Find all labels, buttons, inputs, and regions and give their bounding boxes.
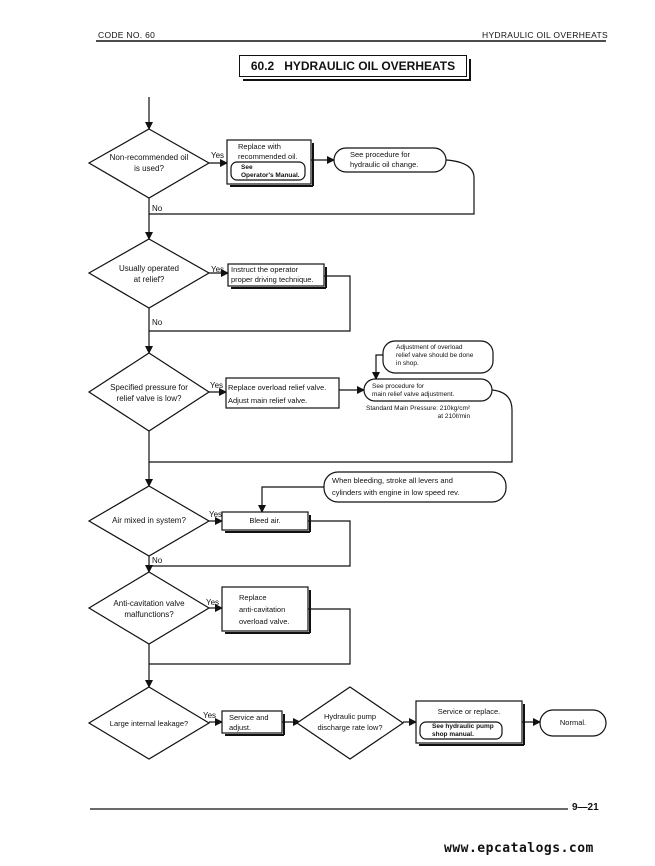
page-number: 9—21 xyxy=(572,802,599,813)
yes-label-5: Yes xyxy=(206,598,220,607)
action-6-text: Service and adjust. xyxy=(229,713,269,732)
procedure-1-text: See procedure for hydraulic oil change. xyxy=(350,150,419,169)
procedure-3-text: See procedure for main relief valve adju… xyxy=(372,383,455,398)
action-5-text: Replace anti-cavitation overload valve. xyxy=(239,593,290,626)
action-1-text: Replace with recommended oil. xyxy=(238,142,298,161)
yes-label-6: Yes xyxy=(203,711,217,720)
standard-pressure: Standard Main Pressure: 210kg/cm² at 210… xyxy=(366,405,471,420)
action-2-text: Instruct the operator proper driving tec… xyxy=(231,265,314,284)
decision-6-text: Large internal leakage? xyxy=(109,719,189,728)
action-4-text: Bleed air. xyxy=(249,516,281,525)
header-section: HYDRAULIC OIL OVERHEATS xyxy=(482,30,608,40)
page-title: 60.2 HYDRAULIC OIL OVERHEATS xyxy=(239,55,471,81)
decision-diamond-7 xyxy=(295,686,405,760)
no-label-4: No xyxy=(152,556,163,565)
yes-label-4: Yes xyxy=(209,510,223,519)
header-code: CODE NO. 60 xyxy=(98,30,156,40)
decision-3-text: Specified pressure for relief valve is l… xyxy=(110,383,188,403)
decision-7-text: Hydraulic pump discharge rate low? xyxy=(317,712,383,732)
action-1-note: See Operator's Manual. xyxy=(241,164,300,179)
shop-note-3: Adjustment of overload relief valve shou… xyxy=(396,344,474,367)
decision-5-text: Anti-cavitation valve malfunctions? xyxy=(113,599,185,619)
action-3-text: Replace overload relief valve. Adjust ma… xyxy=(228,383,327,405)
decision-1-text: Non-recommended oil is used? xyxy=(109,153,189,173)
bleeding-note: When bleeding, stroke all levers and cyl… xyxy=(332,476,460,497)
decision-diamond-6 xyxy=(87,686,211,760)
decision-4-text: Air mixed in system? xyxy=(112,516,186,525)
action-7-text: Service or replace. xyxy=(437,707,501,716)
yes-label-1: Yes xyxy=(211,151,225,160)
result-normal: Normal. xyxy=(559,718,587,727)
watermark: www.epcatalogs.com xyxy=(444,841,594,856)
action-7-note: See hydraulic pump shop manual. xyxy=(432,723,494,738)
yes-label-3: Yes xyxy=(210,381,224,390)
no-label-1: No xyxy=(152,204,163,213)
decision-2-text: Usually operated at relief? xyxy=(118,264,180,284)
yes-label-2: Yes xyxy=(211,265,225,274)
no-label-2: No xyxy=(152,318,163,327)
